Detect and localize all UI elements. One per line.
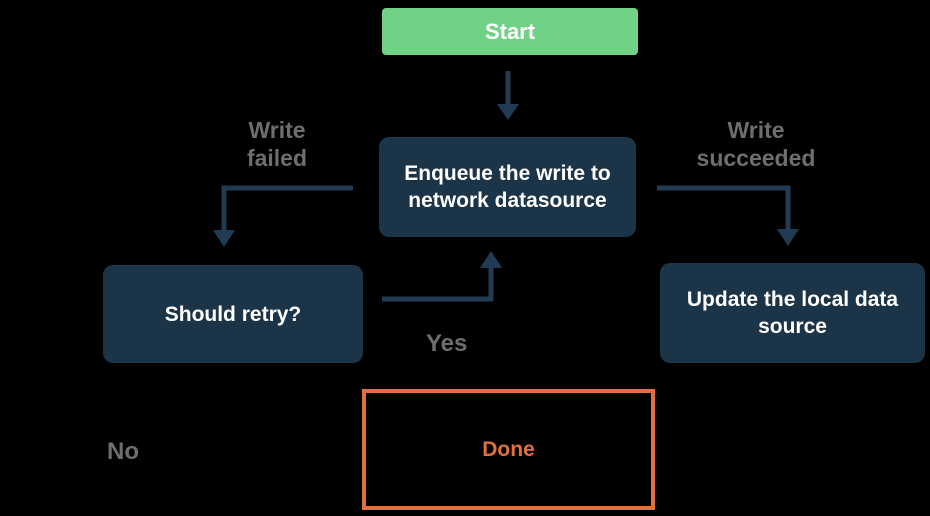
edge-start-to-enqueue [497, 71, 519, 120]
node-done: Done [362, 389, 655, 510]
arrowhead-up-icon [480, 251, 502, 268]
node-enqueue-write: Enqueue the write to network datasource [379, 137, 636, 237]
edge-line [657, 185, 791, 230]
node-done-label: Done [482, 438, 535, 461]
arrowhead-down-icon [777, 229, 799, 246]
node-should-retry-label: Should retry? [164, 302, 302, 326]
edge-enqueue-to-should-retry [213, 185, 353, 247]
node-update-local-data-source-label: Update the local data source [686, 288, 899, 338]
edge-label-write-succeeded: Write succeeded [696, 117, 816, 171]
edge-line [382, 267, 494, 302]
edge-label-yes: Yes [426, 330, 468, 357]
edge-line [221, 185, 353, 231]
edge-label-write-failed: Write failed [246, 117, 308, 171]
arrowhead-down-icon [213, 230, 235, 247]
node-start: Start [382, 8, 638, 55]
edge-should-retry-to-enqueue [382, 251, 502, 302]
node-should-retry: Should retry? [103, 265, 363, 363]
arrowhead-down-icon [497, 104, 519, 120]
node-update-local-data-source: Update the local data source [660, 263, 925, 363]
edge-label-no: No [107, 438, 139, 465]
edge-enqueue-to-update-local [657, 185, 799, 246]
node-enqueue-write-label: Enqueue the write to network datasource [404, 162, 611, 212]
node-start-label: Start [484, 19, 536, 44]
